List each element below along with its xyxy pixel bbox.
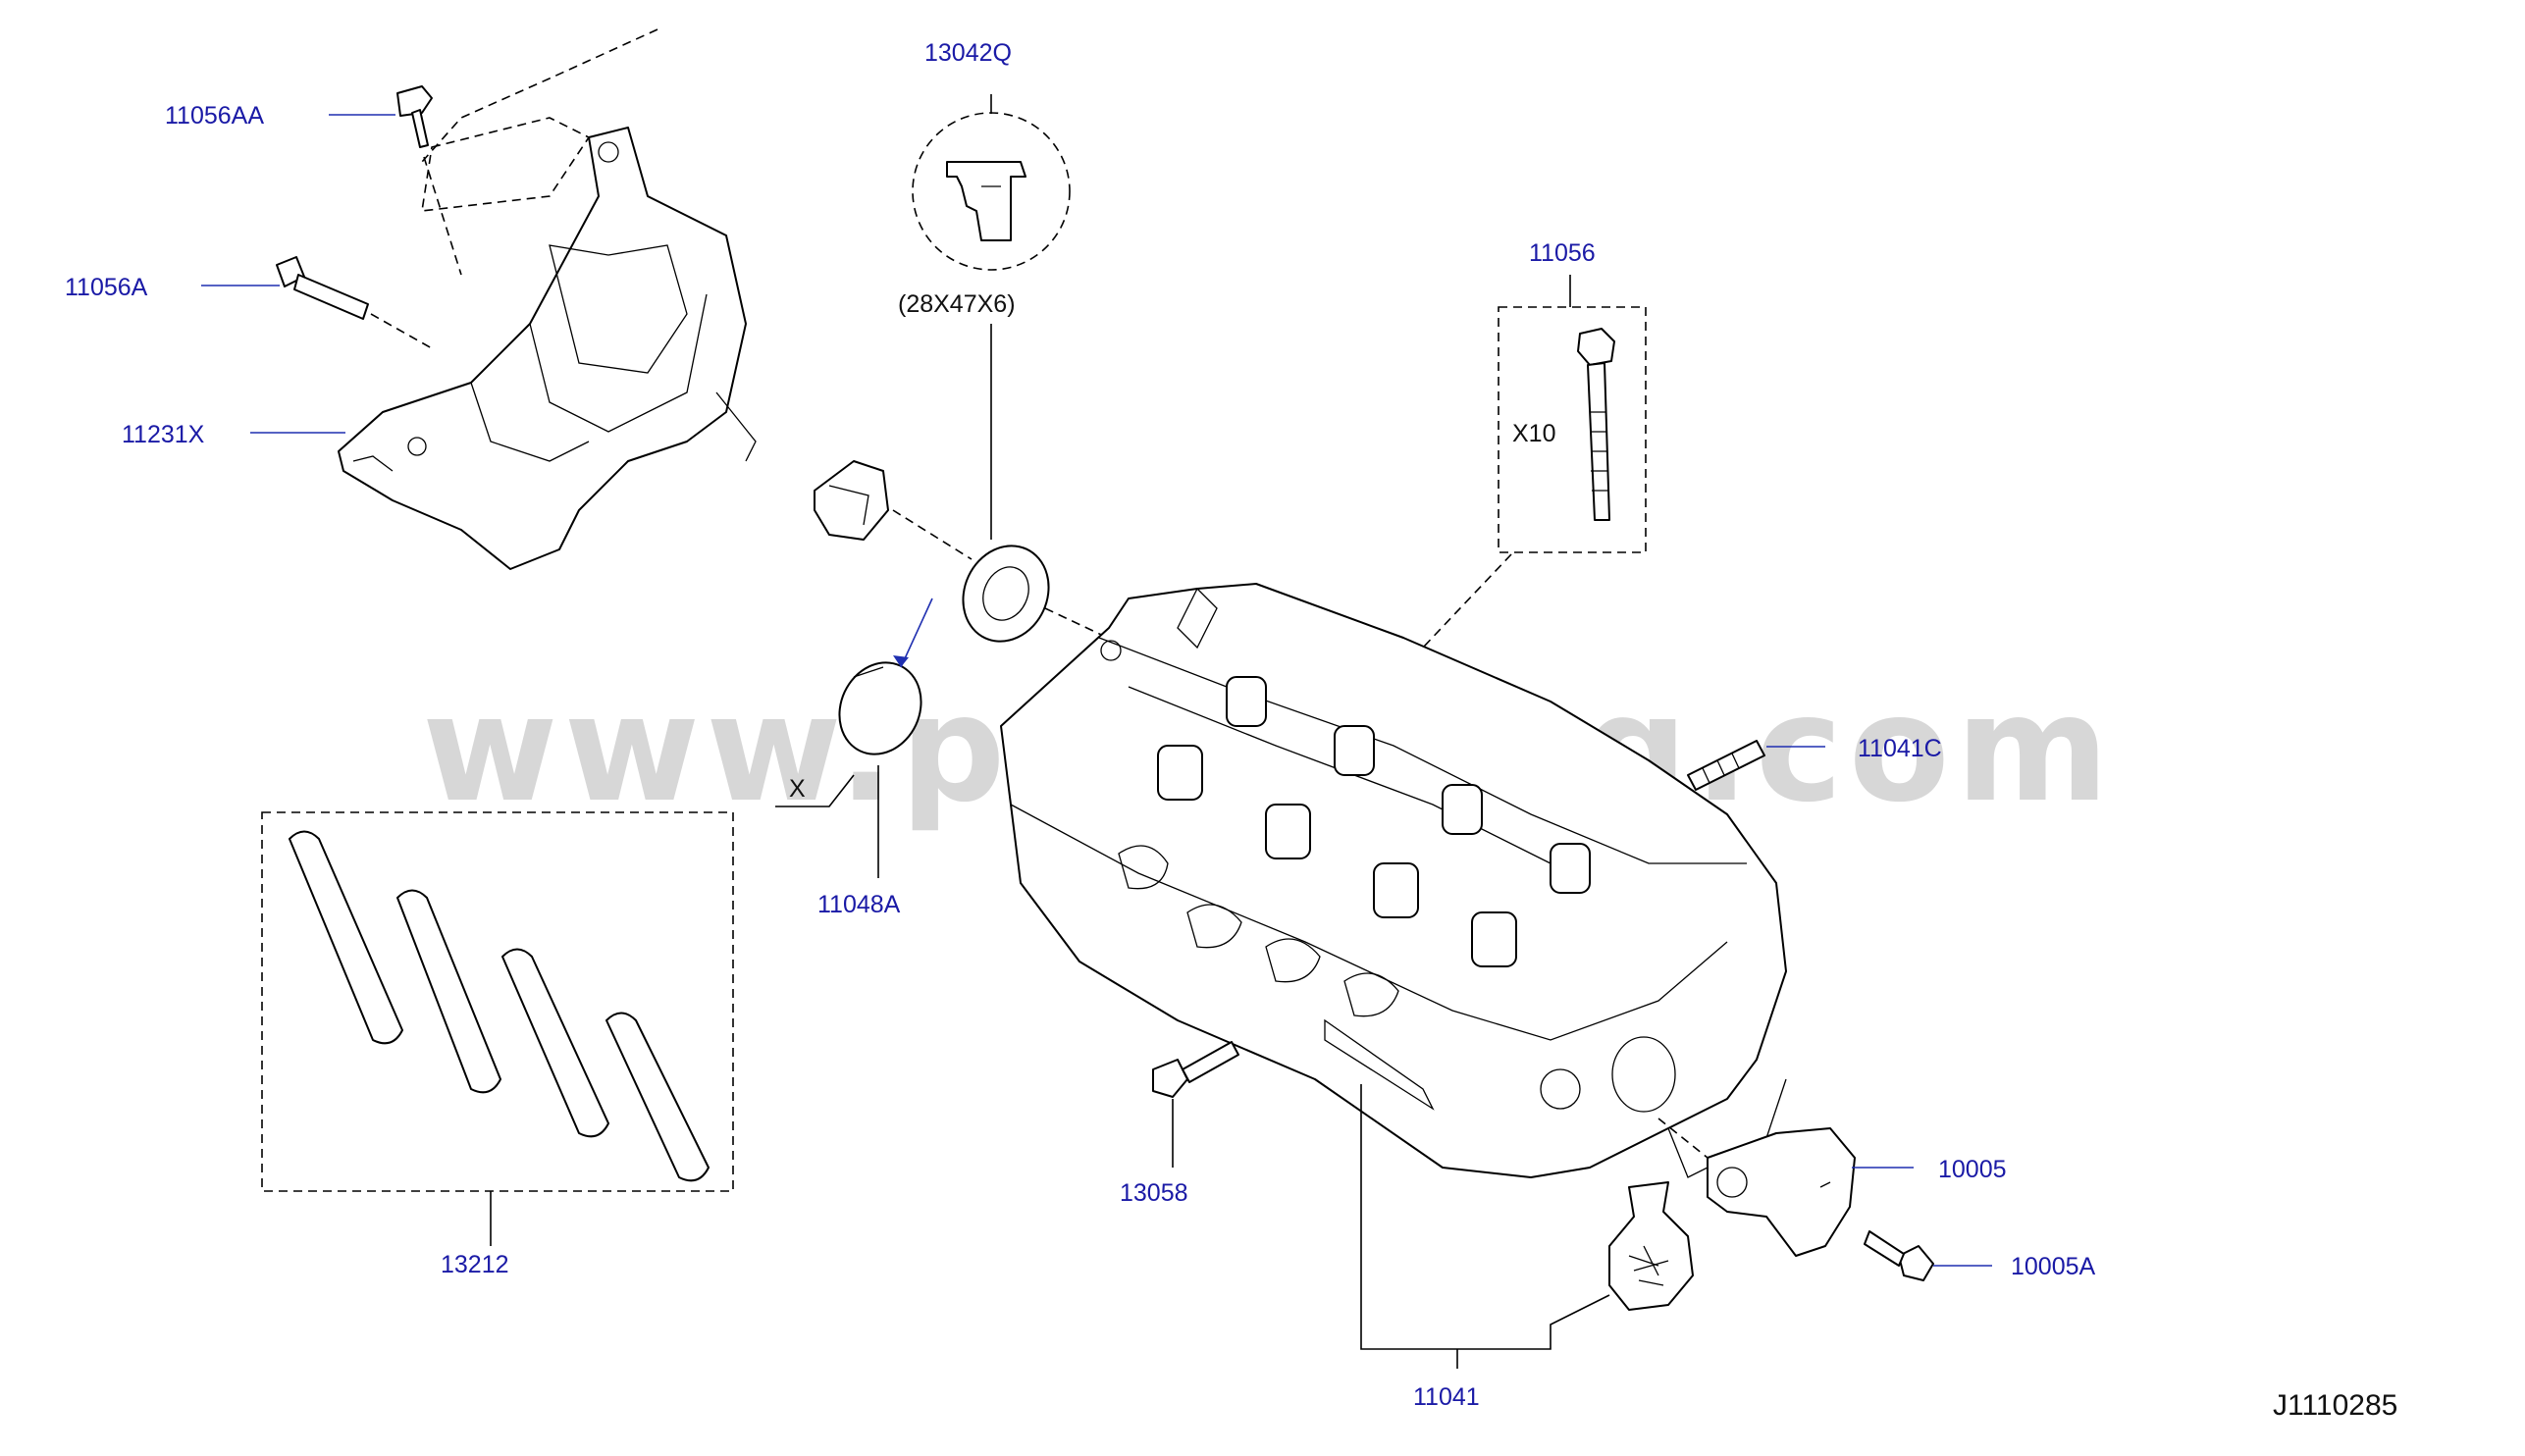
bolt-11056A[interactable] (276, 256, 433, 349)
part-label-11048A[interactable]: 11048A (817, 891, 901, 918)
valve-guide-13212[interactable] (289, 830, 710, 1182)
head-bolt-11056[interactable] (1577, 328, 1615, 521)
oil-seal-detail-circle[interactable] (912, 112, 1071, 271)
part-label-11041C[interactable]: 11041C (1858, 735, 1942, 762)
part-label-11056[interactable]: 11056 (1529, 239, 1596, 267)
part-label-11056A[interactable]: 11056A (65, 274, 148, 301)
part-label-10005A[interactable]: 10005A (2011, 1253, 2096, 1280)
part-label-13212[interactable]: 13212 (441, 1251, 509, 1278)
head-bolt-group-box (1498, 306, 1647, 553)
part-label-11041[interactable]: 11041 (1413, 1383, 1480, 1411)
part-label-10005[interactable]: 10005 (1938, 1156, 2007, 1183)
engine-mount-bracket[interactable] (338, 28, 757, 570)
camshaft-plug[interactable] (814, 460, 889, 541)
qty-x10: X10 (1512, 420, 1555, 447)
part-label-13058[interactable]: 13058 (1120, 1179, 1188, 1207)
cylinder-head[interactable] (1000, 583, 1787, 1178)
stud-11041C[interactable] (1687, 740, 1765, 791)
bolt-11056AA[interactable] (396, 85, 462, 276)
part-label-13042Q[interactable]: 13042Q (924, 39, 1012, 67)
bolt-10005A[interactable] (1864, 1230, 1934, 1281)
valve-guide-group-box (261, 811, 734, 1192)
part-label-11056AA[interactable]: 11056AA (165, 102, 264, 130)
bracket-10005[interactable] (1707, 1127, 1856, 1257)
oil-seal-13042Q[interactable] (948, 532, 1064, 655)
bolt-13058[interactable] (1152, 1041, 1239, 1098)
seal-size-note: (28X47X6) (898, 290, 1016, 318)
x-marker: X (789, 775, 806, 803)
part-label-11231X[interactable]: 11231X (122, 421, 205, 448)
diagram-id: J1110285 (2273, 1389, 2397, 1422)
stud-bag-11041[interactable] (1608, 1181, 1694, 1311)
